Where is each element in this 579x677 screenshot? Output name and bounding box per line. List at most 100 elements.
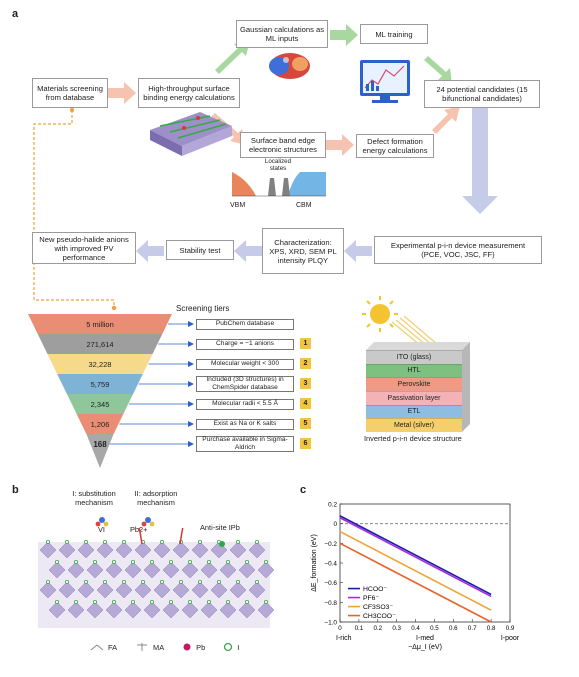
- tier-desc-4: Molecular radii < 5.5 Å: [196, 398, 294, 410]
- series-line-0: [339, 515, 492, 596]
- series-line-2: [339, 530, 492, 611]
- y-tick-0: 0.2: [328, 502, 337, 509]
- box-defect-formation: Defect formation energy calculations: [356, 134, 434, 158]
- device-layer-0: ITO (glass): [366, 350, 462, 364]
- x-tick-2: 0.2: [373, 625, 382, 632]
- funnel-tier-2: [47, 354, 153, 374]
- funnel-count-3: 5,759: [91, 380, 110, 389]
- ml-computer-image: [360, 60, 410, 103]
- x-tick-1: 0.1: [355, 625, 364, 632]
- label-localized-states: Localized states: [264, 158, 292, 172]
- device-layer-4: ETL: [366, 404, 462, 419]
- y-tick-3: −0.4: [324, 561, 337, 568]
- perovskite-structure: [38, 528, 274, 628]
- box-new-anions: New pseudo-halide anions with improved P…: [32, 232, 136, 264]
- surface-slab-image: [150, 112, 232, 156]
- device-layer-2: Perovskite: [366, 377, 462, 391]
- funnel-count-6: 168: [93, 440, 107, 449]
- arrow-stability-to-new: [136, 240, 164, 262]
- y-tick-1: 0: [333, 521, 337, 528]
- tier-desc-1: Charge = −1 anions: [196, 338, 294, 350]
- label-mech1: I: substitution mechanism: [72, 489, 116, 507]
- tier-number-2: 2: [300, 358, 311, 369]
- tier-number-4: 4: [300, 398, 311, 409]
- legend-label-0: HCOO⁻: [363, 586, 387, 593]
- y-tick-6: −1.0: [324, 620, 337, 627]
- y-tick-4: −0.6: [324, 580, 337, 587]
- box-materials-screening: Materials screening from database: [32, 78, 108, 108]
- legend-label-2: CF3SO3⁻: [363, 604, 393, 611]
- y-tick-2: −0.2: [324, 541, 337, 548]
- device-layer-5: Metal (silver): [366, 418, 462, 432]
- anion-molecules: [95, 517, 155, 527]
- funnel-tier-5: [76, 414, 124, 434]
- label-cbm: CBM: [296, 202, 312, 209]
- tier-desc-3: Included (3D structures) in ChemSpider d…: [196, 376, 294, 392]
- legend-label-1: PF6⁻: [363, 595, 379, 602]
- box-characterization: Characterization: XPS, XRD, SEM PL inten…: [262, 228, 344, 274]
- screening-title: Screening tiers: [176, 304, 230, 313]
- funnel-count-1: 271,614: [86, 340, 113, 349]
- arrow-candidates-to-experimental: [462, 108, 498, 214]
- tier-desc-6: Purchase available in Sigma-Aldrich: [196, 436, 294, 452]
- legend-i: I: [223, 642, 239, 652]
- x-tick-0: 0: [338, 625, 342, 632]
- x-tick-8: 0.8: [487, 625, 496, 632]
- legend-pb: Pb: [182, 642, 205, 652]
- arrow-htp-to-gaussian: [215, 40, 250, 74]
- tier-desc-0: PubChem database: [196, 318, 294, 330]
- x-tick-7: 0.7: [468, 625, 477, 632]
- gaussian-molecule-image: [269, 53, 310, 79]
- funnel-tier-3: [57, 374, 143, 394]
- series-line-1: [339, 517, 492, 598]
- x-axis-label: −Δμ_I (eV): [408, 644, 442, 651]
- label-antisite: Anti-site IPb: [200, 523, 240, 532]
- box-surface-band: Surface band edge electronic structures: [240, 132, 326, 158]
- box-ml-training: ML training: [360, 24, 428, 44]
- x-region-0: I-rich: [336, 635, 352, 642]
- tier-number-6: 6: [300, 438, 311, 449]
- box-gaussian: Gaussian calculations as ML inputs: [236, 20, 328, 48]
- y-axis-label: ΔE_formation (eV): [311, 534, 318, 592]
- box-candidates: 24 potential candidates (15 bifunctional…: [424, 80, 540, 108]
- tier-desc-5: Exist as Na or K salts: [196, 418, 294, 430]
- legend-fa: FA: [90, 642, 117, 652]
- tier-number-5: 5: [300, 418, 311, 429]
- arrow-surface-to-defect: [326, 134, 354, 156]
- y-tick-5: −0.8: [324, 600, 337, 607]
- label-pb: Pb2+: [130, 525, 148, 534]
- arrow-gaussian-to-ml: [330, 24, 358, 46]
- tier-number-1: 1: [300, 338, 311, 349]
- dashed-connector: [33, 110, 115, 308]
- experimental-metrics: (PCE, VOC, JSC, FF): [421, 250, 495, 259]
- funnel-count-4: 2,345: [91, 400, 110, 409]
- panel-label-c: c: [300, 484, 307, 496]
- x-tick-4: 0.4: [411, 625, 420, 632]
- funnel-tier-4: [66, 394, 134, 414]
- label-mech2: II: adsorption mechanism: [134, 489, 178, 507]
- legend-ma: MA: [137, 642, 165, 652]
- legend-label-3: CH3COO⁻: [363, 613, 396, 620]
- device-caption: Inverted p-i-n device structure: [364, 434, 462, 443]
- funnel-tier-0: [28, 314, 172, 334]
- funnel-count-5: 1,206: [91, 420, 110, 429]
- box-experimental: Experimental p-i-n device measurement (P…: [374, 236, 542, 264]
- x-tick-9: 0.9: [506, 625, 515, 632]
- panel-label-b: b: [12, 484, 19, 496]
- funnel-count-2: 32,228: [89, 360, 112, 369]
- x-region-1: I-med: [416, 635, 434, 642]
- flow-arrows: [33, 24, 498, 311]
- x-tick-5: 0.5: [430, 625, 439, 632]
- box-high-throughput: High-throughput surface binding energy c…: [138, 78, 240, 108]
- arrow-char-to-stability: [234, 240, 262, 262]
- funnel-tier-6: [86, 434, 114, 468]
- band-diagram-image: [232, 172, 326, 197]
- funnel-tier-1: [37, 334, 163, 354]
- box-stability: Stability test: [166, 240, 234, 260]
- arrow-exp-to-char: [344, 240, 372, 262]
- x-tick-3: 0.3: [392, 625, 401, 632]
- device-layer-3: Passivation layer: [366, 391, 462, 405]
